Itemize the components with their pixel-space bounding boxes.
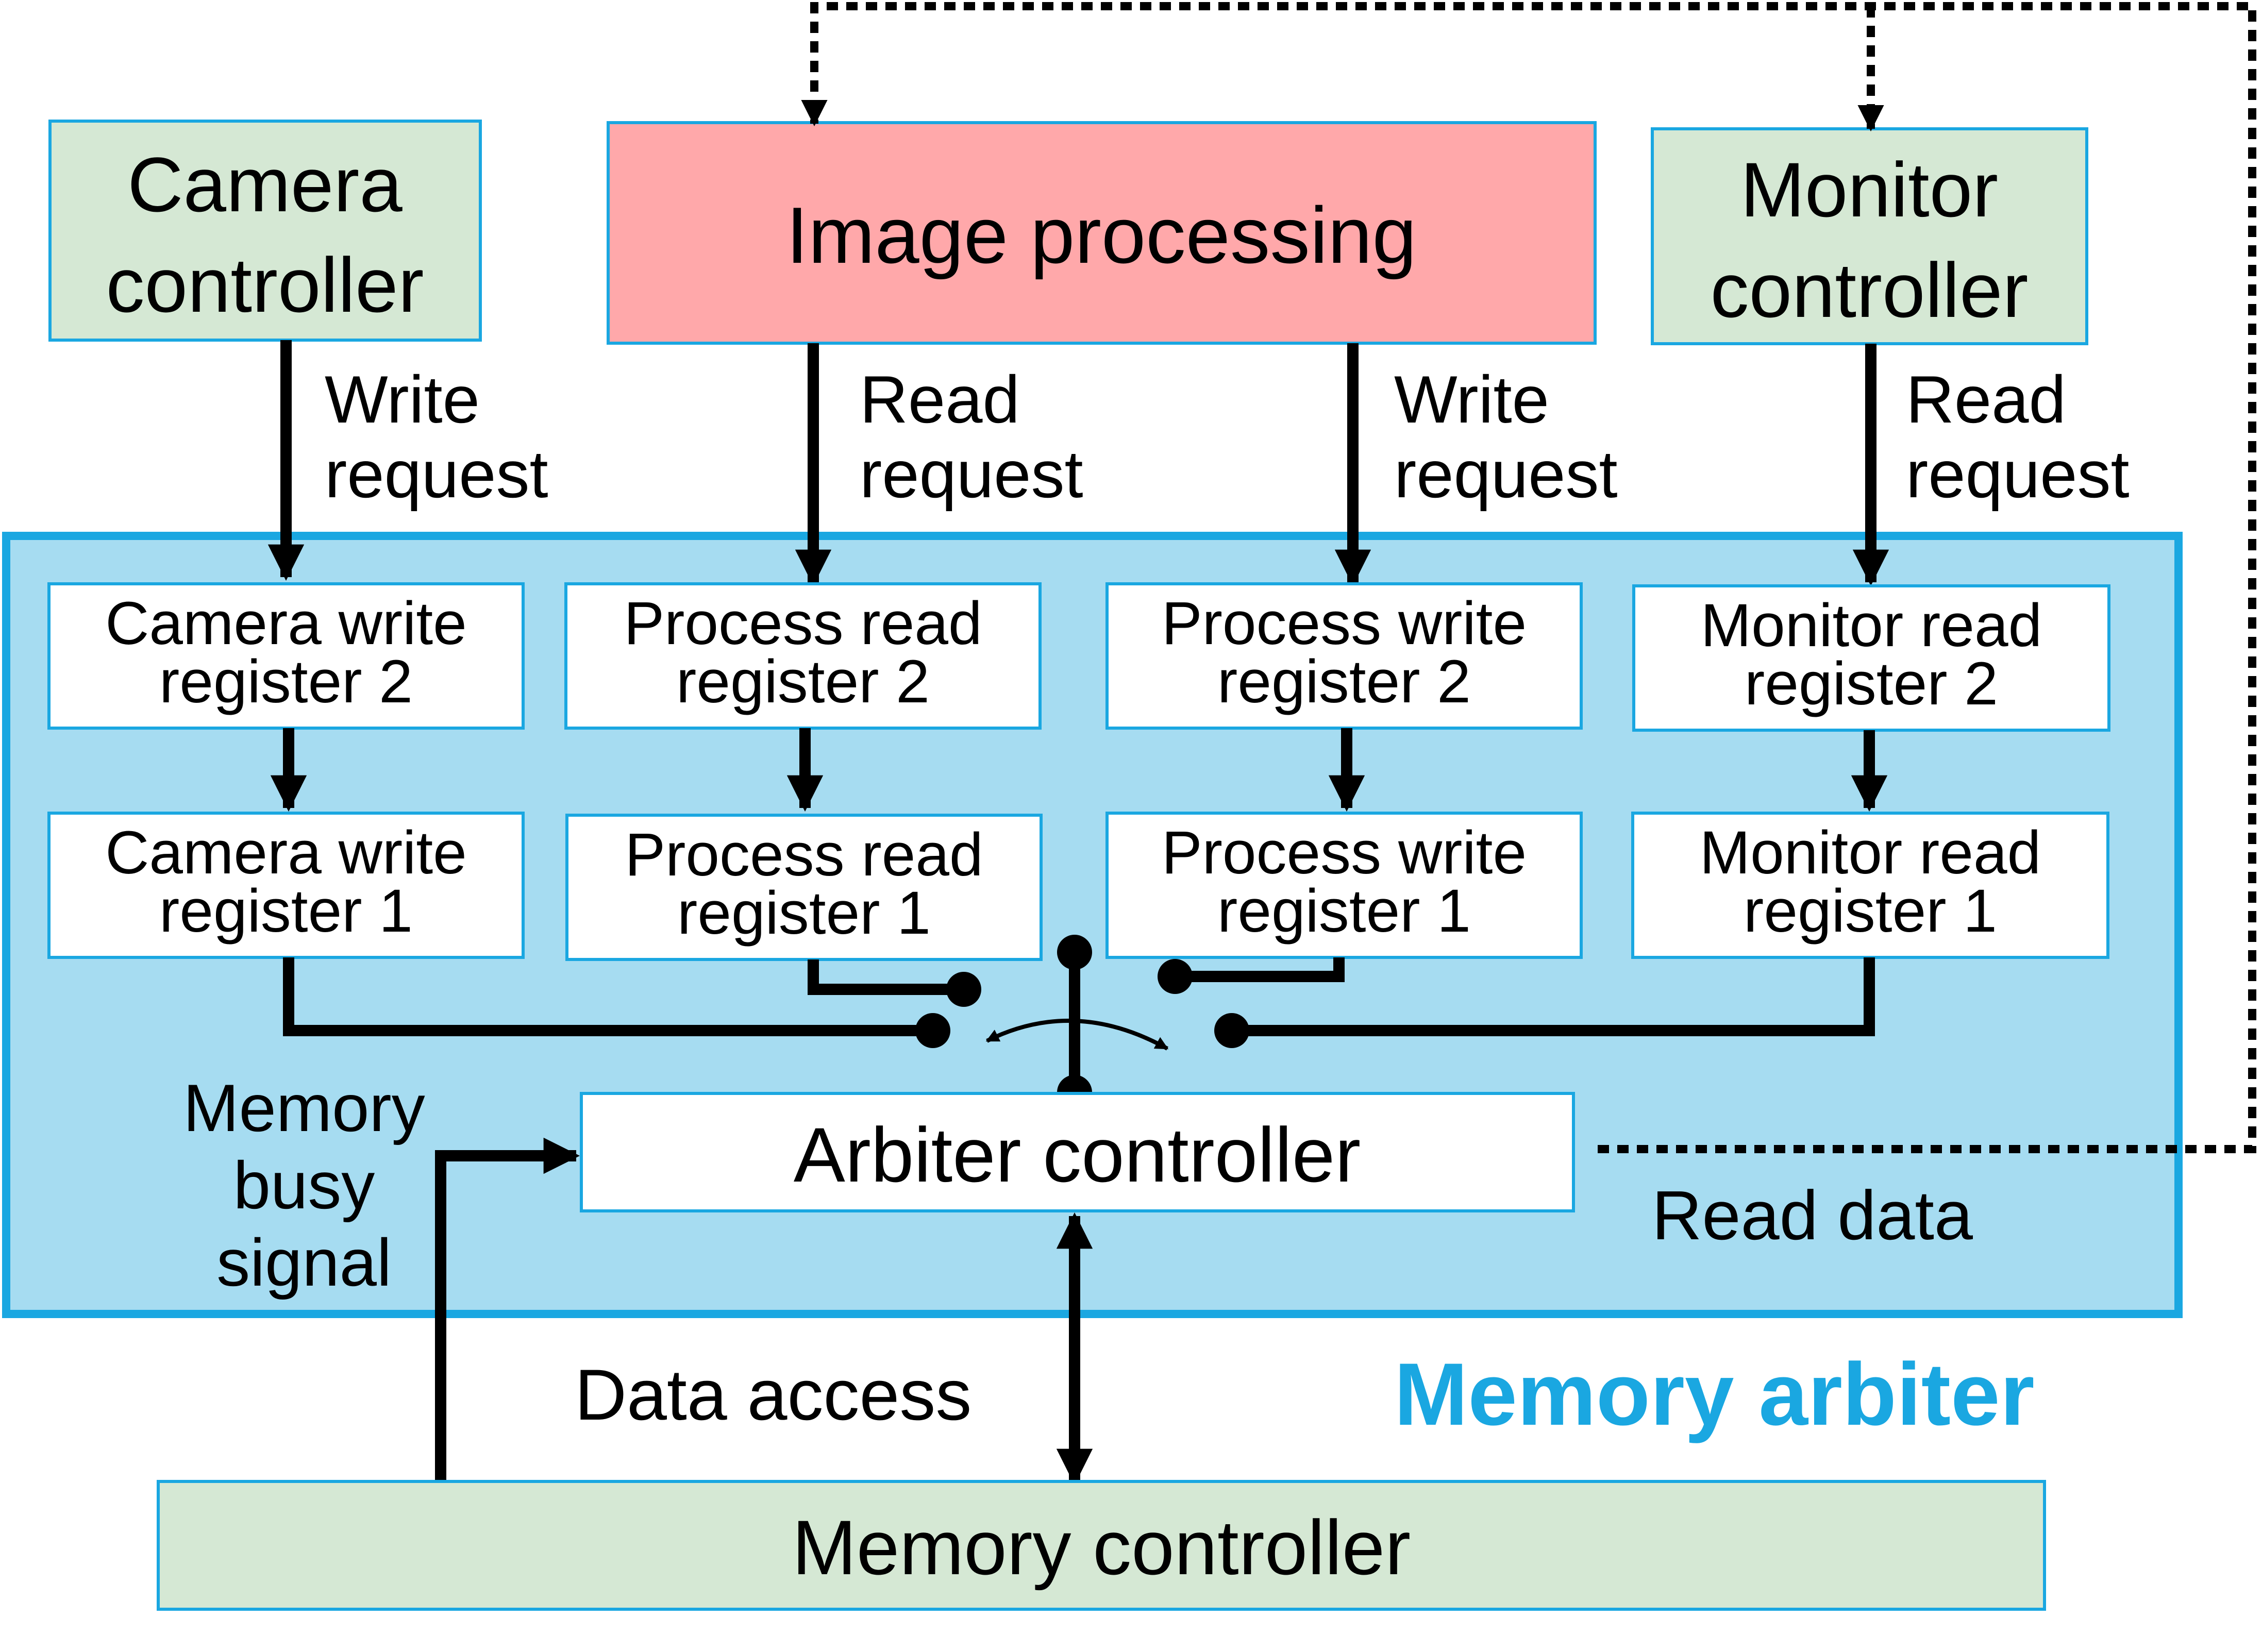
camera-register-1-wire — [283, 957, 933, 1036]
process-write-request-label-line2: request — [1394, 436, 1618, 512]
read-data-label: Read data — [1652, 1176, 1973, 1254]
memory-controller-label: Memory controller — [792, 1504, 1411, 1591]
camera-controller-label-line2: controller — [106, 242, 424, 328]
process-read-register-1 — [565, 814, 1043, 961]
process-write-register-1 — [1105, 812, 1583, 959]
memory-arbiter-title: Memory arbiter — [1394, 1345, 2035, 1444]
camera-write-register-1 — [47, 812, 525, 959]
camera-write-register-2 — [47, 582, 525, 730]
monitor-read-register-2-line1: Monitor read — [1701, 592, 2042, 660]
memory-busy-signal-line1: Memory — [183, 1070, 425, 1145]
arbiter-controller-block — [580, 1092, 1575, 1212]
monitor-read-register-2-line2: register 2 — [1745, 650, 1998, 718]
monitor-read-request-label-line1: Read — [1906, 362, 2066, 437]
process-read-request-label-line1: Read — [860, 362, 1020, 437]
process-write-register-1-line1: Process write — [1162, 819, 1527, 887]
monitor-read-register-1-line1: Monitor read — [1700, 819, 2041, 887]
camera-controller-label-line1: Camera — [127, 141, 403, 228]
process-read-register-1-wire — [808, 959, 964, 995]
monitor-register-1-wire — [1232, 957, 1875, 1036]
camera-write-request-label-line2: request — [325, 436, 548, 512]
monitor-read-register-1-line2: register 1 — [1744, 877, 1997, 945]
camera-controller-block — [48, 120, 482, 342]
arbiter-controller-label: Arbiter controller — [794, 1111, 1361, 1198]
process-read-register-2-line1: Process read — [624, 589, 982, 658]
memory-busy-signal-arrow — [435, 1137, 580, 1481]
camera-write-register-2-line2: register 2 — [159, 648, 413, 716]
process-read-register-2-line2: register 2 — [676, 648, 930, 716]
switch-rotation-arrow — [985, 1018, 1169, 1051]
switch-contact-monitor — [1214, 1013, 1249, 1048]
process-read-request-label-line2: request — [860, 436, 1083, 512]
process-write-request-label-line1: Write — [1394, 362, 1549, 437]
process-write-register-2-line1: Process write — [1162, 589, 1527, 658]
process-read-register-1-line1: Process read — [625, 821, 983, 889]
process-write-register-2-line2: register 2 — [1217, 648, 1471, 716]
monitor-controller-block — [1651, 127, 2088, 345]
camera-write-register-1-line2: register 1 — [159, 877, 413, 945]
camera-write-register-2-line1: Camera write — [105, 589, 467, 658]
memory-controller-block — [157, 1480, 2046, 1611]
process-read-register-1-line2: register 1 — [677, 879, 931, 947]
monitor-controller-label-line2: controller — [1711, 247, 2029, 333]
process-write-register-1-wire — [1175, 957, 1345, 982]
memory-busy-signal-line2: busy — [233, 1148, 375, 1223]
process-write-register-1-line2: register 1 — [1217, 877, 1471, 945]
camera-write-request-label-line1: Write — [325, 362, 480, 437]
data-access-label: Data access — [575, 1354, 971, 1435]
monitor-controller-label-line1: Monitor — [1740, 146, 1998, 233]
image-processing-block — [607, 121, 1597, 345]
switch-contact-camera — [915, 1013, 950, 1048]
switch-contact-process-read — [946, 972, 981, 1007]
memory-busy-signal-line3: signal — [216, 1225, 392, 1300]
switch-contact-process-write — [1158, 959, 1193, 994]
read-data-dotted-path — [801, 2, 2256, 1153]
monitor-read-register-2 — [1632, 584, 2110, 732]
switch-pole-top — [1057, 935, 1092, 970]
monitor-read-request-label-line2: request — [1906, 436, 2130, 512]
process-read-register-2 — [564, 582, 1042, 730]
camera-write-register-1-line1: Camera write — [105, 819, 467, 887]
process-write-register-2 — [1105, 582, 1583, 730]
image-processing-label: Image processing — [786, 191, 1416, 280]
monitor-read-register-1 — [1631, 812, 2109, 959]
